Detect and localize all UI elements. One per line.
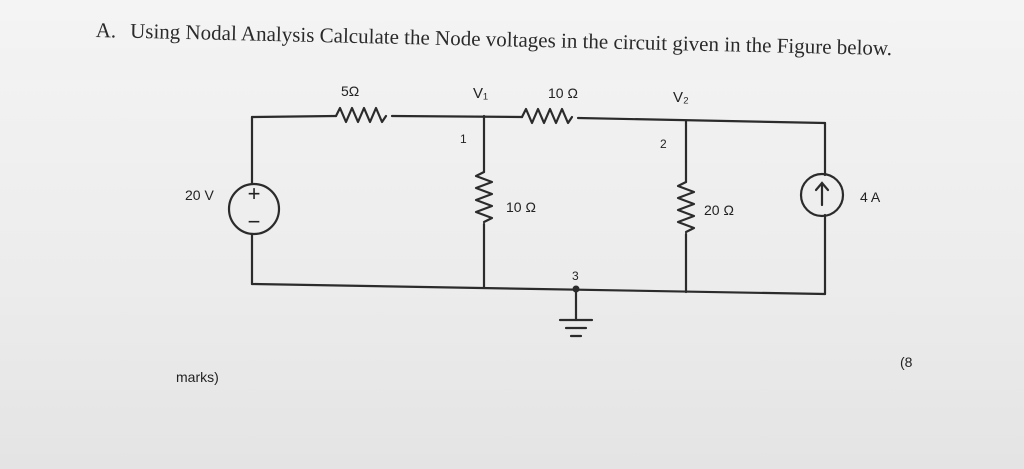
marks-text: marks)	[176, 369, 219, 385]
ground-icon	[558, 318, 594, 338]
label-resistor-5-ohm: 5Ω	[341, 83, 359, 99]
label-node-v1: V₁	[473, 85, 488, 102]
resistor-10-ohm-series	[520, 107, 574, 125]
label-node-3: 3	[572, 269, 579, 283]
marks-count: (8	[900, 354, 913, 370]
label-voltage-source: 20 V	[185, 187, 214, 203]
node3-dot	[572, 285, 580, 293]
label-current-source: 4 A	[860, 189, 881, 205]
wire-top-left	[250, 114, 338, 119]
resistor-5-ohm	[334, 106, 388, 124]
label-resistor-20-ohm-shunt: 20 Ω	[704, 202, 734, 218]
current-source-circle	[799, 172, 845, 218]
up-arrow-icon	[814, 181, 830, 207]
wire-top-right	[576, 116, 827, 125]
label-resistor-10-ohm-series: 10 Ω	[548, 85, 578, 101]
resistor-10-ohm-shunt	[474, 170, 494, 224]
label-node-v2: V₂	[673, 89, 689, 106]
voltage-source-plus: +	[248, 181, 261, 206]
label-node-2: 2	[660, 137, 667, 151]
wire-top-middle	[390, 114, 524, 119]
label-node-1: 1	[460, 132, 467, 146]
label-resistor-10-ohm-shunt: 10 Ω	[506, 199, 536, 215]
voltage-source-minus: −	[248, 209, 261, 234]
resistor-20-ohm-shunt	[676, 180, 696, 234]
wire-bottom	[250, 282, 827, 296]
voltage-source-circle	[227, 182, 281, 236]
